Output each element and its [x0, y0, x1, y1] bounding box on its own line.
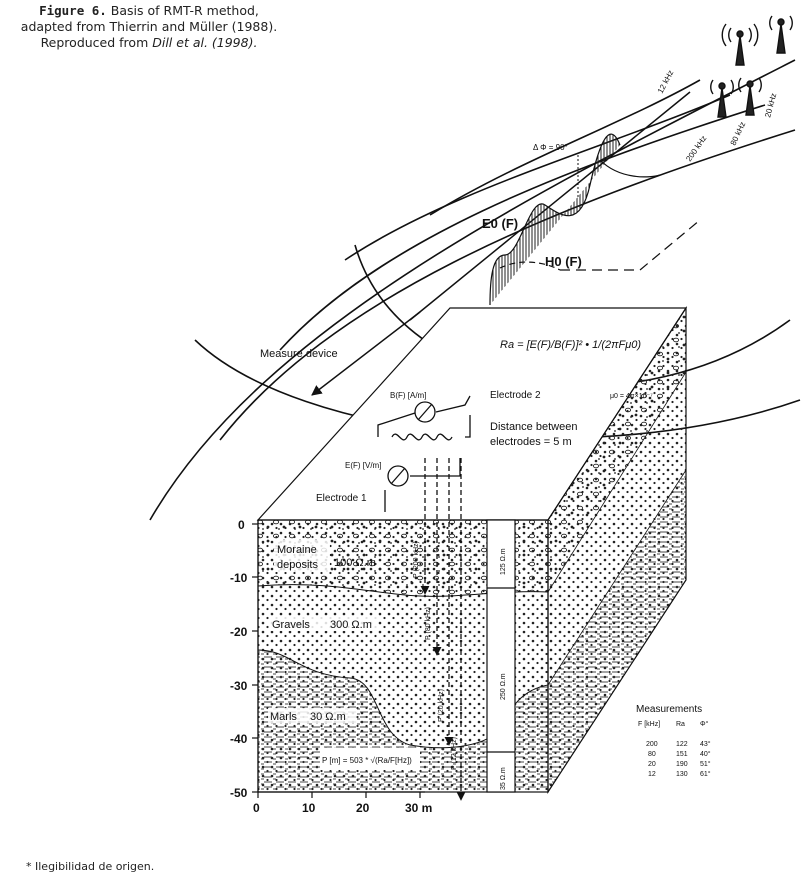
penetration-label-80: P (80 kHz) — [425, 607, 432, 640]
measurements-header-f: F [kHz] — [638, 721, 660, 728]
tower-icon — [738, 77, 762, 116]
measurements-table: Measurements F [kHz] Ra Φ° 200 122 43° 8… — [636, 704, 711, 778]
h-field-label: H0 (F) — [545, 254, 582, 269]
x-tick: 20 — [356, 801, 370, 815]
depth-tick: -50 — [230, 786, 248, 800]
depth-tick: -40 — [230, 732, 248, 746]
moraine-label-2: deposits — [277, 559, 318, 571]
borehole-res-1: 125 Ω.m — [500, 548, 507, 575]
moraine-layer — [257, 519, 549, 597]
marls-label: Marls — [270, 711, 297, 723]
electrode-1-label: Electrode 1 — [316, 493, 367, 504]
x-tick: 10 — [302, 801, 316, 815]
e-field-label: E0 (F) — [482, 216, 518, 231]
measurements-cell: 130 — [676, 771, 688, 778]
freq-label-12khz: 12 kHz — [656, 69, 676, 95]
e-field-unit-label: E(F) [V/m] — [345, 461, 381, 470]
measurements-header-phi: Φ° — [700, 720, 709, 728]
borehole-res-3: 35 Ω.m — [500, 767, 507, 790]
measurements-cell: 190 — [676, 761, 688, 768]
measurements-cell: 12 — [648, 771, 656, 778]
borehole — [486, 519, 516, 793]
freq-label-80khz: 80 kHz — [729, 120, 748, 146]
penetration-arrows — [420, 458, 466, 801]
depth-tick: -10 — [230, 571, 248, 585]
measurements-cell: 51° — [700, 760, 711, 768]
measurements-cell: 122 — [676, 741, 688, 748]
electrode-2-label: Electrode 2 — [490, 390, 541, 401]
measurements-title: Measurements — [636, 704, 702, 715]
phase-label: Δ Φ = 90° — [533, 143, 568, 152]
x-tick: 30 m — [405, 801, 432, 815]
freq-label-20khz: 20 kHz — [763, 92, 778, 118]
borehole-res-2: 250 Ω.m — [500, 673, 507, 700]
side-marls — [547, 468, 687, 794]
marls-res: 30 Ω.m — [310, 711, 346, 723]
caption-line-3: Reproduced from — [40, 35, 149, 50]
penetration-label-20: P (20 kHz) — [438, 689, 445, 722]
figure-label: Figure 6. — [39, 3, 107, 18]
measurements-cell: 40° — [700, 750, 711, 758]
moraine-label-1: Moraine — [277, 544, 317, 556]
distance-line-2: electrodes = 5 m — [490, 436, 572, 448]
em-wave — [311, 91, 701, 396]
measurements-cell: 80 — [648, 751, 656, 758]
gravels-res: 300 Ω.m — [330, 619, 372, 631]
depth-tick: -20 — [230, 625, 248, 639]
depth-tick: 0 — [238, 518, 245, 532]
tower-icon — [769, 15, 793, 54]
x-tick: 0 — [253, 801, 260, 815]
tower-icon — [710, 79, 734, 118]
caption-line-1: Basis of RMT-R method, — [110, 3, 259, 18]
tower-icon — [721, 23, 759, 66]
measurements-cell: 151 — [676, 751, 688, 758]
penetration-label-200: P (200 kHz) — [413, 541, 420, 578]
formula-ra: Ra = [E(F)/B(F)]² • 1/(2πFμ0) — [500, 339, 641, 351]
measurements-cell: 200 — [646, 741, 658, 748]
moraine-res: 100 Ω.m — [334, 557, 376, 569]
measurements-header-ra: Ra — [676, 721, 685, 728]
horizontal-axis — [257, 791, 425, 798]
gravels-label: Gravels — [272, 619, 310, 631]
distance-line-1: Distance between — [490, 421, 577, 433]
penetration-label-12: P (12 kHz) — [451, 737, 458, 770]
instrument-meters — [377, 395, 471, 512]
depth-tick: -30 — [230, 679, 248, 693]
measure-device-label: Measure device — [260, 348, 338, 360]
measurements-cell: 61° — [700, 770, 711, 778]
b-field-label: B(F) [A/m] — [390, 391, 426, 400]
penetration-formula: P [m] = 503 * √(Ra/F[Hz]) — [322, 756, 412, 765]
measurements-cell: 20 — [648, 761, 656, 768]
caption-line-2: adapted from Thierrin and Müller (1988). — [20, 19, 278, 34]
side-moraine — [547, 306, 687, 594]
figure-caption: Figure 6. Basis of RMT-R method, adapted… — [6, 3, 292, 51]
footnote: * Ilegibilidad de origen. — [26, 860, 155, 873]
measurements-cell: 43° — [700, 740, 711, 748]
depth-axis — [252, 520, 259, 793]
caption-citation: Dill et al. (1998). — [152, 35, 258, 50]
transmitter-towers — [710, 15, 793, 118]
